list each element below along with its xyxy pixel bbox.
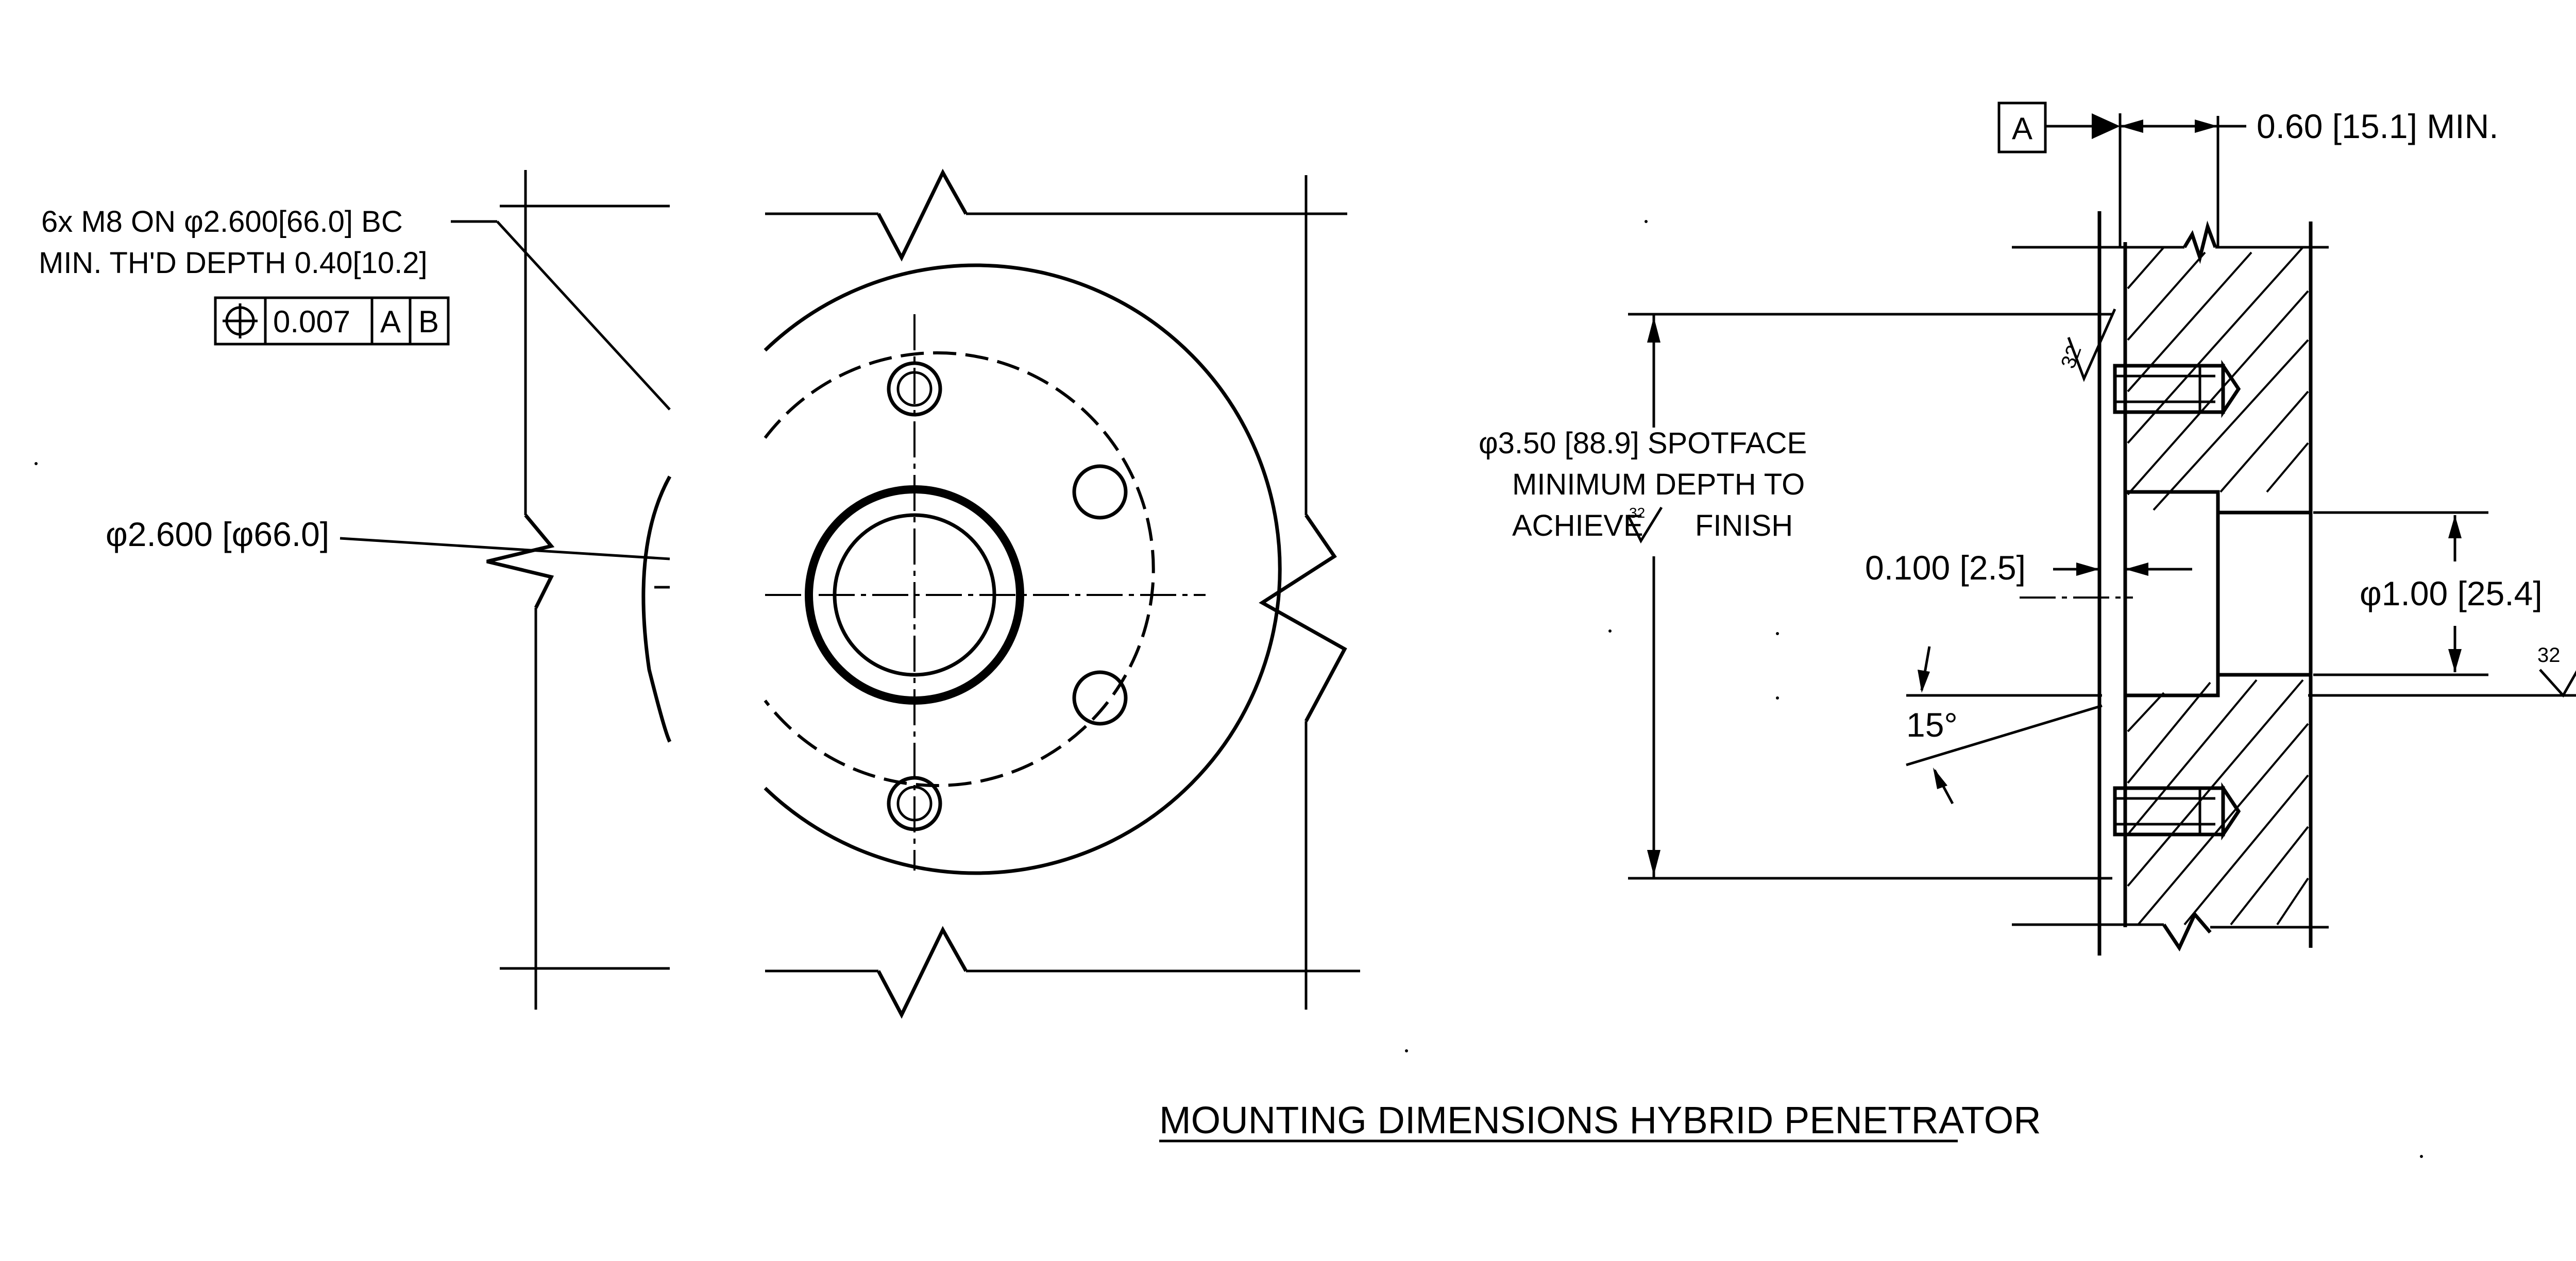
spotface-text-line2: MINIMUM DEPTH TO	[1512, 468, 1805, 501]
left-panel	[486, 170, 672, 1010]
section-body	[2012, 211, 2329, 956]
break-line-top	[876, 168, 968, 262]
bolt-hole-bottom	[887, 776, 942, 831]
thread-callout: 6x M8 ON φ2.600[66.0] BC MIN. TH'D DEPTH…	[39, 205, 671, 411]
hatch-upper	[2127, 246, 2309, 511]
spotface-dimension: φ3.50 [88.9] SPOTFACE MINIMUM DEPTH TO A…	[1479, 313, 2112, 880]
angle-dim-text: 15°	[1906, 706, 1958, 744]
spotface-text-line3b: FINISH	[1695, 509, 1793, 542]
feature-control-frame: 0.007 A B	[214, 296, 450, 346]
fcf-datum-b: B	[418, 304, 439, 339]
threaded-hole-upper	[2113, 360, 2241, 418]
spotface-text-line1: φ3.50 [88.9] SPOTFACE	[1479, 427, 1807, 460]
drawing-title-text: MOUNTING DIMENSIONS HYBRID PENETRATOR	[1159, 1099, 2041, 1141]
recess-dim-text: 0.100 [2.5]	[1865, 549, 2026, 587]
finish-mark-right-text: 32	[2537, 644, 2561, 667]
recess-cavity	[2123, 490, 2220, 697]
break-line-right	[1259, 514, 1347, 722]
recess-dimension: 0.100 [2.5]	[1865, 549, 2192, 587]
fcf-tolerance: 0.007	[273, 304, 350, 339]
bolt-circle-dimension: φ2.600 [φ66.0]	[106, 515, 670, 560]
flange-outer-circle	[764, 263, 1282, 875]
section-view: A 0.60 [15.1] MIN. B	[1479, 101, 2576, 956]
fcf-datum-a: A	[380, 304, 401, 339]
front-view: 6x M8 ON φ2.600[66.0] BC MIN. TH'D DEPTH…	[39, 168, 1360, 1019]
finish-mark-upper: 32	[2057, 308, 2116, 382]
bore-dim-text: φ1.00 [25.4]	[2360, 574, 2543, 612]
drawing-title: MOUNTING DIMENSIONS HYBRID PENETRATOR	[1159, 1099, 2041, 1143]
flange-arc-left	[641, 475, 672, 743]
finish-mark-right: 32	[2308, 644, 2576, 698]
finish-mark-upper-text: 32	[2057, 342, 2086, 371]
position-symbol-icon	[223, 303, 258, 338]
spotface-text-line3a: ACHIEVE	[1512, 509, 1643, 542]
bolt-hole-top	[887, 361, 942, 417]
break-line-bottom	[876, 926, 968, 1019]
right-panel	[764, 168, 1360, 1019]
bolt-hole-upper-right	[1072, 464, 1128, 520]
flange-thickness-dimension: 0.60 [15.1] MIN.	[2119, 107, 2499, 247]
bolt-circle-dim-text: φ2.600 [φ66.0]	[106, 515, 329, 553]
thread-callout-line2: MIN. TH'D DEPTH 0.40[10.2]	[39, 246, 428, 280]
angle-dimension: 15°	[1906, 646, 2103, 805]
finish-symbol-inline-text: 32	[1629, 505, 1645, 521]
bolt-hole-lower-right	[1072, 670, 1128, 726]
datum-a-box: A	[1997, 101, 2120, 154]
bore-dimension: φ1.00 [25.4]	[2313, 511, 2543, 676]
bolt-circle	[764, 351, 1155, 787]
hatch-lower	[2127, 679, 2309, 926]
flange-thickness-text: 0.60 [15.1] MIN.	[2257, 107, 2499, 145]
thread-callout-line1: 6x M8 ON φ2.600[66.0] BC	[41, 205, 403, 238]
finish-symbol-inline-icon: 32	[1626, 505, 1663, 544]
scan-specks	[35, 220, 2423, 1158]
threaded-hole-lower	[2113, 782, 2241, 841]
datum-a-label: A	[2012, 111, 2032, 146]
break-line-left	[486, 514, 555, 609]
